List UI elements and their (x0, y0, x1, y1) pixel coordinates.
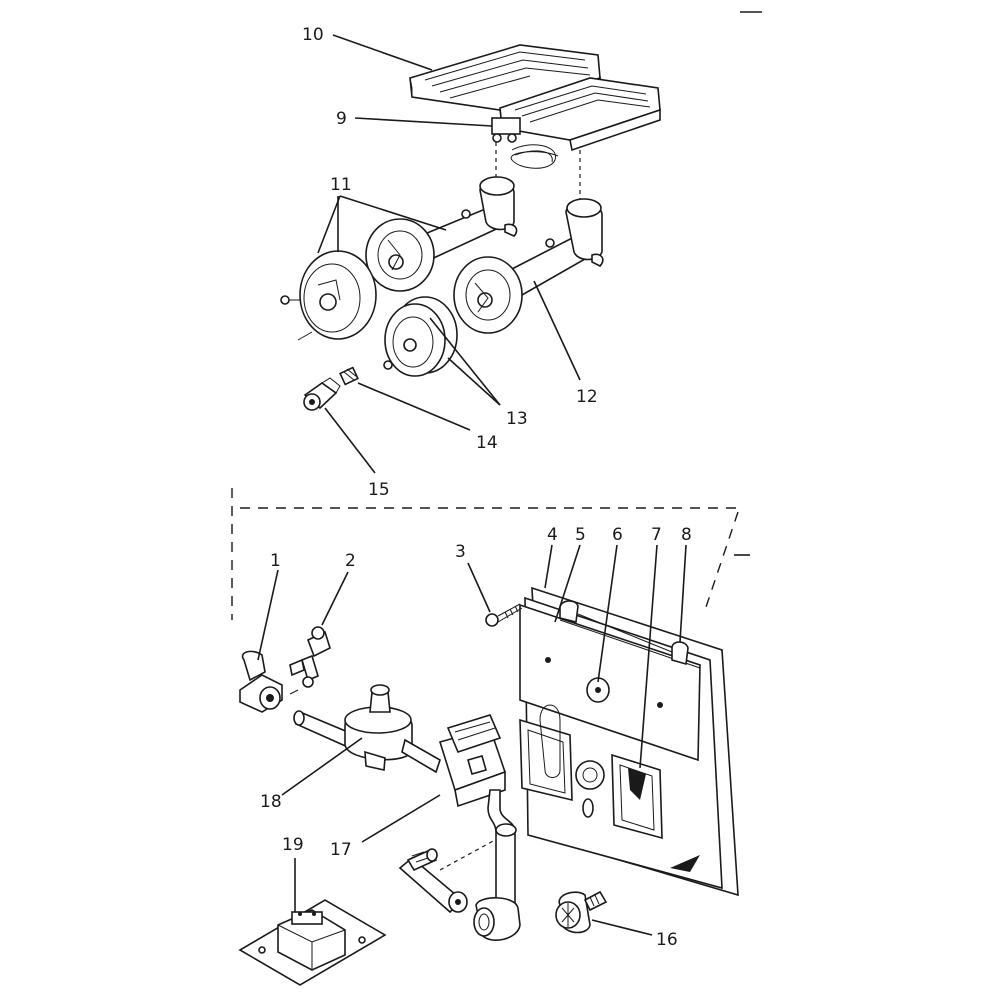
label-8: 8 (681, 525, 692, 545)
air-shutter-part (280, 250, 377, 341)
label-13: 13 (506, 409, 528, 429)
label-1: 1 (270, 551, 281, 571)
label-10: 10 (302, 25, 324, 45)
label-6: 6 (612, 525, 623, 545)
pilot-tube-part (398, 848, 468, 914)
label-18: 18 (260, 792, 282, 812)
label-11: 11 (330, 175, 352, 195)
control-knob-part (555, 890, 608, 934)
alignment-line (439, 839, 496, 871)
label-17: 17 (330, 840, 352, 860)
label-3: 3 (455, 542, 466, 562)
control-panel-part (519, 586, 739, 897)
orifice-part (339, 366, 359, 386)
screw-part (485, 603, 523, 627)
label-12: 12 (576, 387, 598, 407)
regulator-part (293, 684, 441, 774)
air-shutter-part (383, 296, 458, 377)
part-labels: 10 9 11 12 13 14 15 1 2 3 4 5 6 7 8 18 1… (260, 25, 692, 950)
boundary-line (704, 511, 739, 611)
label-7: 7 (651, 525, 662, 545)
gas-valve-part (239, 650, 299, 713)
burner-tube-part (365, 176, 518, 292)
tee-fitting-part (289, 626, 331, 688)
transformer-part (238, 899, 387, 986)
label-16: 16 (656, 930, 678, 950)
label-19: 19 (282, 835, 304, 855)
leader-lines (257, 34, 687, 936)
burner-tube-part (453, 198, 604, 334)
label-15: 15 (368, 480, 390, 500)
fitting-part (303, 377, 341, 411)
label-9: 9 (336, 109, 347, 129)
burner-grate-part (499, 77, 661, 152)
label-14: 14 (476, 433, 498, 453)
pilot-bracket-part (491, 117, 559, 169)
label-2: 2 (345, 551, 356, 571)
label-5: 5 (575, 525, 586, 545)
gas-control-part (438, 714, 517, 916)
elbow-pipe-part (473, 897, 521, 941)
label-4: 4 (547, 525, 558, 545)
